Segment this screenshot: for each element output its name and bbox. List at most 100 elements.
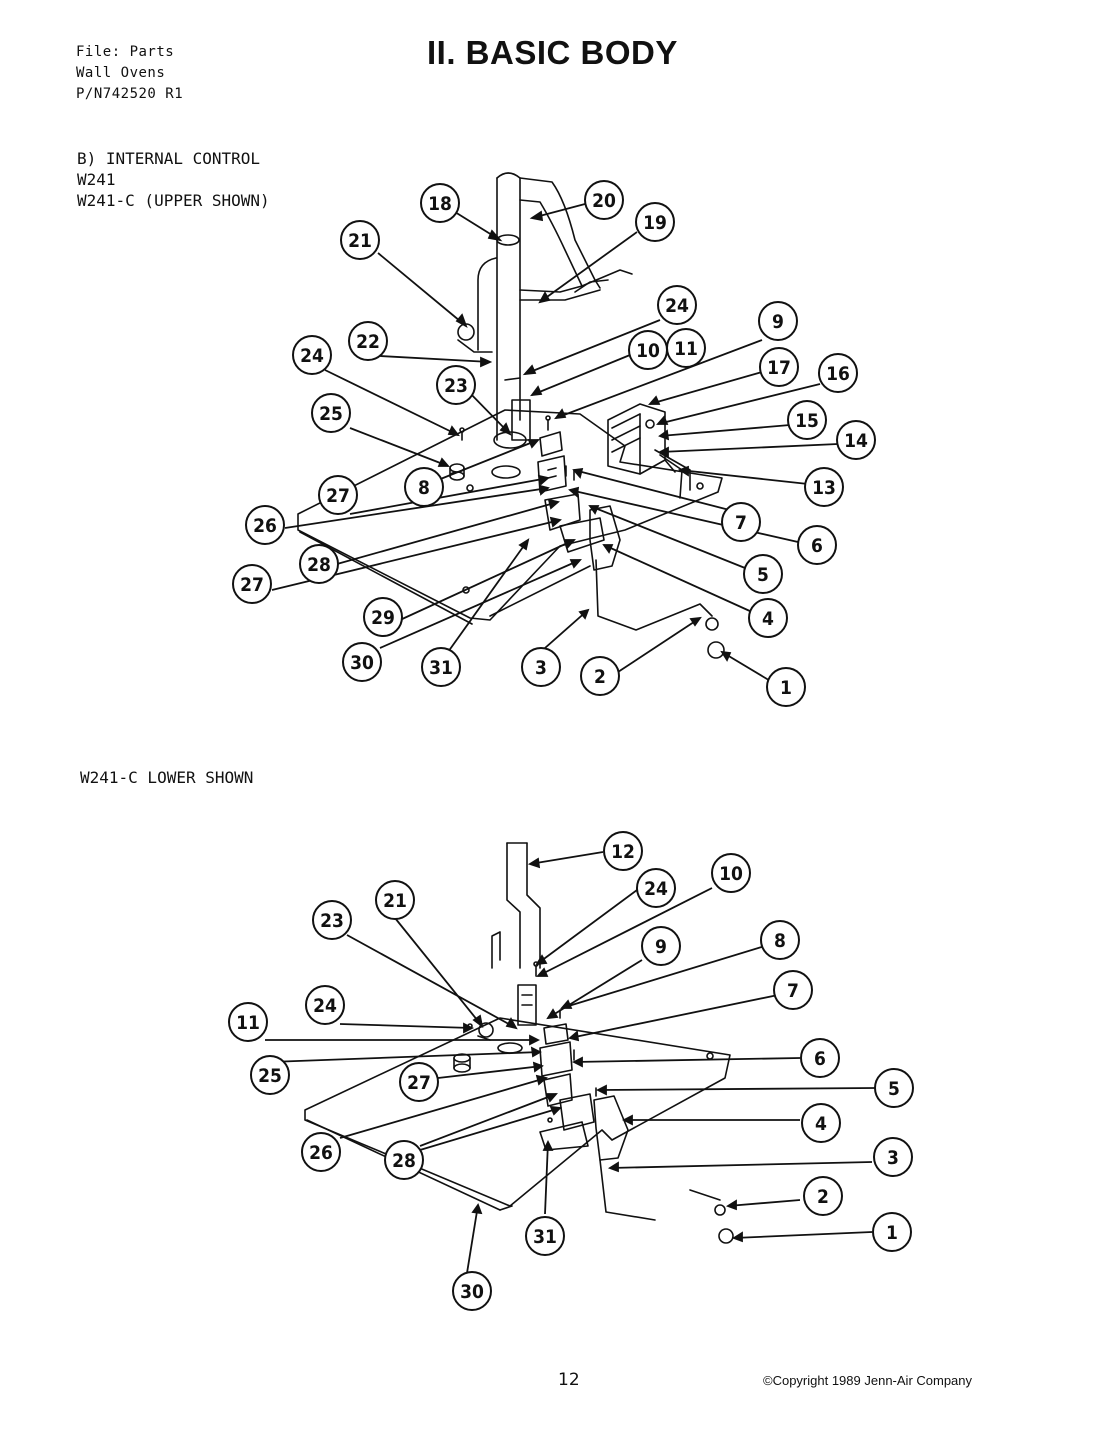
callout-number: 26 <box>309 1142 333 1164</box>
callout-circle <box>384 1140 424 1180</box>
callout-number: 24 <box>300 345 324 367</box>
file-info-line: Wall Ovens <box>76 65 166 81</box>
part-callout-4: 4 <box>748 598 788 638</box>
part-callout-5: 5 <box>874 1068 914 1108</box>
callout-circle <box>342 642 382 682</box>
callout-circle <box>743 554 783 594</box>
callout-circle <box>836 420 876 460</box>
part-callout-30: 30 <box>452 1271 492 1311</box>
part-callout-19: 19 <box>635 202 675 242</box>
part-callout-6: 6 <box>800 1038 840 1078</box>
callout-number: 29 <box>371 607 395 629</box>
part-callout-28: 28 <box>384 1140 424 1180</box>
callout-number: 25 <box>319 403 343 425</box>
callout-number: 12 <box>611 841 635 863</box>
part-callout-1: 1 <box>872 1212 912 1252</box>
callout-number: 15 <box>795 410 819 432</box>
callout-circle <box>766 667 806 707</box>
callout-number: 23 <box>444 375 468 397</box>
page-title: II. BASIC BODY <box>427 34 678 71</box>
part-callout-7: 7 <box>773 970 813 1010</box>
callout-circle <box>759 347 799 387</box>
callout-number: 30 <box>460 1281 484 1303</box>
callout-circle <box>773 970 813 1010</box>
part-callout-24: 24 <box>657 285 697 325</box>
part-callout-9: 9 <box>641 926 681 966</box>
callout-number: 24 <box>644 878 668 900</box>
callout-circle <box>803 1176 843 1216</box>
callout-number: 9 <box>772 311 784 333</box>
callout-circle <box>804 467 844 507</box>
callout-circle <box>250 1055 290 1095</box>
callout-circle <box>818 353 858 393</box>
callout-number: 26 <box>253 515 277 537</box>
callout-number: 6 <box>811 535 823 557</box>
callout-circle <box>421 647 461 687</box>
callout-circle <box>245 505 285 545</box>
callout-circle <box>404 467 444 507</box>
callout-circle <box>758 301 798 341</box>
part-callout-11: 11 <box>228 1002 268 1042</box>
callout-number: 21 <box>348 230 372 252</box>
section-label-line: W241-C (UPPER SHOWN) <box>77 191 270 210</box>
part-callout-20: 20 <box>584 180 624 220</box>
page-number: 12 <box>558 1370 580 1390</box>
part-callout-4: 4 <box>801 1103 841 1143</box>
callout-number: 7 <box>787 980 799 1002</box>
part-callout-23: 23 <box>312 900 352 940</box>
part-callout-2: 2 <box>580 656 620 696</box>
callout-circle <box>872 1212 912 1252</box>
callout-number: 24 <box>665 295 689 317</box>
callout-circle <box>311 393 351 433</box>
callout-circle <box>305 985 345 1025</box>
callout-number: 28 <box>392 1150 416 1172</box>
callout-circle <box>800 1038 840 1078</box>
part-callout-25: 25 <box>311 393 351 433</box>
callout-number: 9 <box>655 936 667 958</box>
part-callout-23: 23 <box>436 365 476 405</box>
part-callout-6: 6 <box>797 525 837 565</box>
section-label-line: B) INTERNAL CONTROL <box>77 149 261 168</box>
part-callout-26: 26 <box>301 1132 341 1172</box>
callout-number: 17 <box>767 357 791 379</box>
callout-circle <box>312 900 352 940</box>
part-callout-2: 2 <box>803 1176 843 1216</box>
callout-number: 8 <box>418 477 430 499</box>
callout-circle <box>318 475 358 515</box>
callout-number: 30 <box>350 652 374 674</box>
part-callout-28: 28 <box>299 544 339 584</box>
part-callout-9: 9 <box>758 301 798 341</box>
part-callout-3: 3 <box>873 1137 913 1177</box>
callout-number: 25 <box>258 1065 282 1087</box>
callout-number: 21 <box>383 890 407 912</box>
callout-circle <box>873 1137 913 1177</box>
callout-number: 1 <box>886 1222 898 1244</box>
callout-circle <box>641 926 681 966</box>
part-callout-31: 31 <box>525 1216 565 1256</box>
callout-number: 11 <box>674 338 698 360</box>
part-callout-29: 29 <box>363 597 403 637</box>
part-callout-18: 18 <box>420 183 460 223</box>
file-info: File: Parts Wall Ovens P/N742520 R1 <box>76 42 183 105</box>
callout-circle <box>232 564 272 604</box>
callout-circle <box>584 180 624 220</box>
callout-circle <box>760 920 800 960</box>
callout-number: 7 <box>735 512 747 534</box>
part-callout-27: 27 <box>318 475 358 515</box>
part-callout-21: 21 <box>375 880 415 920</box>
callout-number: 2 <box>817 1186 829 1208</box>
part-callout-26: 26 <box>245 505 285 545</box>
callout-number: 1 <box>780 677 792 699</box>
callout-number: 14 <box>844 430 868 452</box>
callout-number: 27 <box>240 574 264 596</box>
callout-number: 5 <box>888 1078 900 1100</box>
callout-number: 3 <box>535 657 547 679</box>
callout-number: 6 <box>814 1048 826 1070</box>
callout-circle <box>521 647 561 687</box>
callout-circle <box>580 656 620 696</box>
section-label-line: W241 <box>77 170 116 189</box>
callout-number: 4 <box>762 608 774 630</box>
callout-circle <box>299 544 339 584</box>
